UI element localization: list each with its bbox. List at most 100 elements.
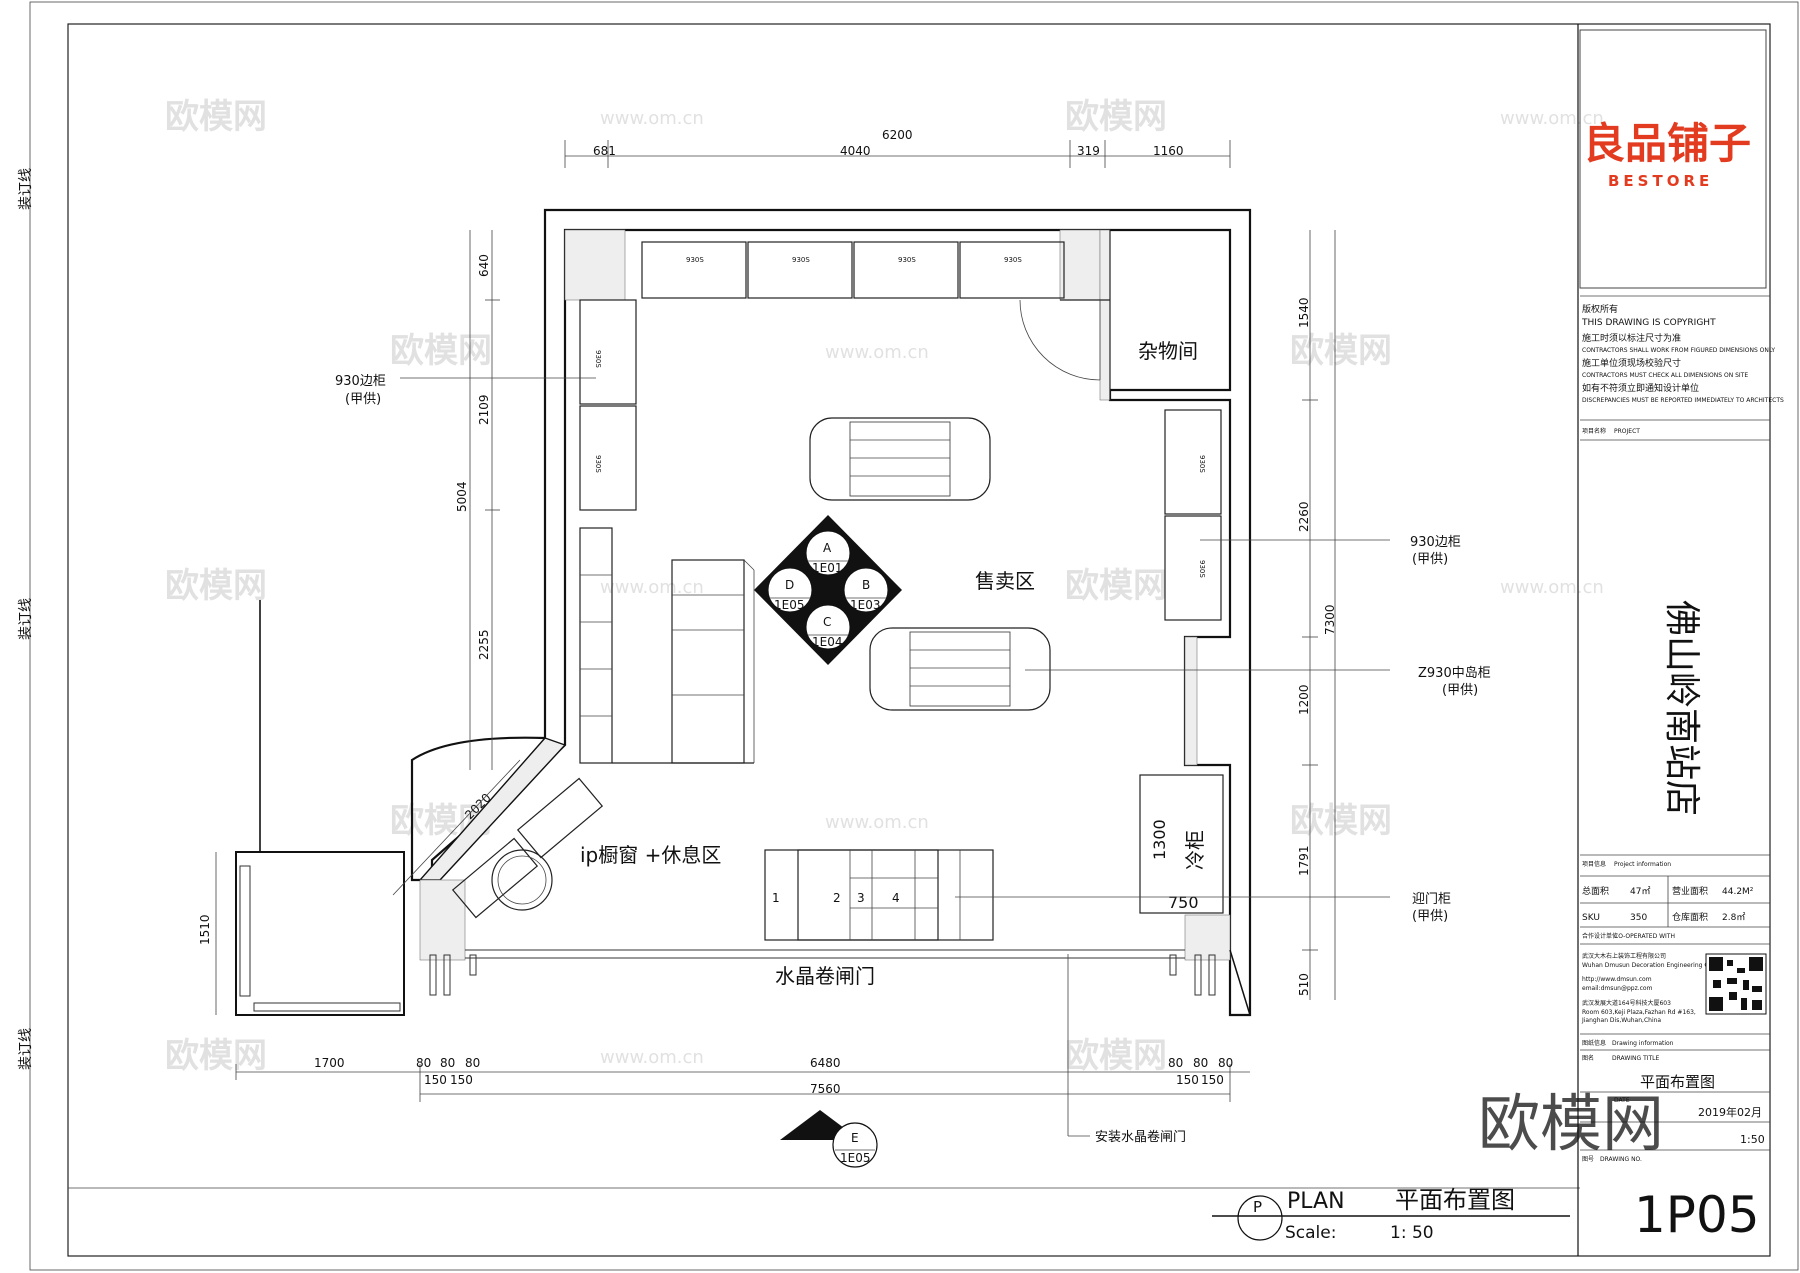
dim-bottom-total: 7560 <box>810 1082 841 1096</box>
coop-label-en: CO-OPERATED WITH <box>1614 933 1675 940</box>
dim-left-small: 1510 <box>198 914 212 945</box>
company-cn: 武汉大木右上装饰工程有限公司 <box>1582 952 1666 960</box>
total-area-label: 总面积 <box>1582 885 1609 897</box>
brand-logo-en: BESTORE <box>1608 172 1713 190</box>
company-addr-en2: Jianghan Dis,Wuhan,China <box>1581 1017 1661 1024</box>
callout-left-cabinet-sub: (甲供) <box>345 392 381 407</box>
dim-right: 7300 <box>1323 604 1337 635</box>
elevation-letter-e: E <box>851 1131 859 1145</box>
brand-logo-cn: 良品铺子 <box>1583 119 1751 168</box>
dim-right: 1791 <box>1297 845 1311 876</box>
title-label-cn: 图名 <box>1582 1054 1594 1062</box>
top-wall-cabinets: 930S 930S 930S 930S <box>641 241 1065 299</box>
dim-bottom: 150 <box>450 1073 473 1087</box>
plan-scale: 1: 50 <box>1390 1223 1434 1243</box>
dim-top-seg: 681 <box>593 144 616 158</box>
cooler: 1300 750 冷柜 <box>1139 774 1224 914</box>
room-label-window: ip橱窗 +休息区 <box>580 843 721 867</box>
sku-label: SKU <box>1582 913 1600 923</box>
room-label-sales: 售卖区 <box>975 569 1035 593</box>
plan-title-en: PLAN <box>1287 1189 1345 1214</box>
elevation-letter-d: D <box>785 578 794 592</box>
elevation-code-d: 1E05 <box>774 598 805 612</box>
drawing-frame <box>67 23 1771 1257</box>
watermark-url: www.om.cn <box>600 1047 704 1068</box>
dim-top-seg: 1160 <box>1153 144 1184 158</box>
note1-cn: 施工时须以标注尺寸为准 <box>1582 332 1681 344</box>
right-wall-cabinets: 930S 930S <box>1164 409 1222 621</box>
drawing-title: 平面布置图 <box>1640 1073 1715 1091</box>
watermark-url: www.om.cn <box>1500 577 1604 598</box>
project-name: 佛山岭南站店 <box>1661 600 1702 816</box>
dim-top-total: 6200 <box>882 128 913 142</box>
dim-right: 1540 <box>1297 297 1311 328</box>
dim-top-seg: 4040 <box>840 144 871 158</box>
title-block: 良品铺子 BESTORE 版权所有 THIS DRAWING IS COPYRI… <box>1478 24 1784 1256</box>
dim-bottom: 150 <box>1176 1073 1199 1087</box>
cabinet-number: 1 <box>772 891 780 905</box>
elevation-letter-c: C <box>823 615 831 629</box>
exterior-room <box>235 600 405 1016</box>
dim-bottom: 6480 <box>810 1056 841 1070</box>
cabinet-label: 930S <box>898 256 916 264</box>
cabinet-label: 930S <box>594 350 602 368</box>
project-label-cn: 项目名称 <box>1582 427 1606 435</box>
dim-bottom: 150 <box>1201 1073 1224 1087</box>
storefront-posts <box>429 954 1216 996</box>
walls <box>410 208 1252 1017</box>
title-label-en: DRAWING TITLE <box>1612 1055 1660 1062</box>
note3-en: DISCREPANCIES MUST BE REPORTED IMMEDIATE… <box>1582 397 1784 404</box>
callout-island-sub: (甲供) <box>1442 683 1478 698</box>
cabinet-label: 930S <box>1198 455 1206 473</box>
dim-bottom: 80 <box>1193 1056 1208 1070</box>
watermark-text: 欧模网 <box>1290 331 1392 371</box>
qr-code-icon <box>1705 953 1767 1015</box>
copyright-en: THIS DRAWING IS COPYRIGHT <box>1581 318 1716 328</box>
info-label-cn: 项目信息 <box>1582 860 1606 868</box>
note2-en: CONTRACTORS MUST CHECK ALL DIMENSIONS ON… <box>1582 372 1748 379</box>
sku-value: 350 <box>1630 913 1647 923</box>
elevation-marker-e: E 1E05 <box>780 1110 878 1168</box>
coop-label-cn: 合作设计单位 <box>1582 932 1618 940</box>
dim-left: 640 <box>477 254 491 277</box>
company-addr-en1: Room 603,Keji Plaza,Fazhan Rd #163, <box>1582 1009 1696 1016</box>
callout-shutter-note: 安装水晶卷闸门 <box>1095 1129 1186 1145</box>
elevation-letter-b: B <box>862 578 870 592</box>
dim-top-seg: 319 <box>1077 144 1100 158</box>
company-web: http://www.dmsun.com <box>1582 976 1652 983</box>
cabinet-label: 930S <box>1198 560 1206 578</box>
watermark-text: 欧模网 <box>1065 566 1167 606</box>
elevation-code-c: 1E04 <box>812 635 843 649</box>
binding-label-bottom: 装订线 <box>18 1028 34 1070</box>
plan-scale-label: Scale: <box>1285 1223 1336 1243</box>
cooler-label: 冷柜 <box>1183 830 1207 870</box>
watermark-text: 欧模网 <box>1065 1036 1167 1076</box>
room-label-storage: 杂物间 <box>1138 339 1198 363</box>
binding-label-mid: 装订线 <box>18 598 34 640</box>
company-email: email:dmsun@ppz.com <box>1582 985 1653 992</box>
watermark-text: 欧模网 <box>390 331 492 371</box>
callout-island: Z930中岛柜 <box>1418 665 1491 681</box>
right-dimensions: 1540 2260 7300 1200 1791 510 <box>1297 230 1337 1000</box>
watermark-url: www.om.cn <box>600 108 704 129</box>
plan-title-cn: 平面布置图 <box>1395 1186 1515 1214</box>
drawing-info-cn: 图纸信息 <box>1582 1039 1606 1047</box>
business-area-label: 营业面积 <box>1672 885 1708 897</box>
elevation-letter-a: A <box>823 541 832 555</box>
cooler-dim-1300: 1300 <box>1150 819 1169 860</box>
callout-right-cabinet-sub: (甲供) <box>1412 552 1448 567</box>
dim-right: 1200 <box>1297 684 1311 715</box>
callout-door-cabinet: 迎门柜 <box>1412 892 1451 907</box>
project-label-en: PROJECT <box>1614 428 1640 435</box>
island-cabinets <box>809 417 1051 711</box>
company-addr-cn: 武汉发展大道164号科技大厦603 <box>1582 999 1671 1007</box>
plan-symbol: P <box>1253 1198 1262 1216</box>
dim-bottom: 150 <box>424 1073 447 1087</box>
sheet-border <box>29 1 1799 1271</box>
door-facing-cabinet: 1 2 3 4 <box>764 849 994 941</box>
drawing-info-en: Drawing information <box>1612 1040 1674 1047</box>
date-value: 2019年02月 <box>1698 1105 1762 1119</box>
storage-area: 2.8㎡ <box>1722 912 1745 923</box>
number-label-cn: 图号 <box>1582 1156 1594 1163</box>
number-label-en: DRAWING NO. <box>1600 1156 1642 1163</box>
